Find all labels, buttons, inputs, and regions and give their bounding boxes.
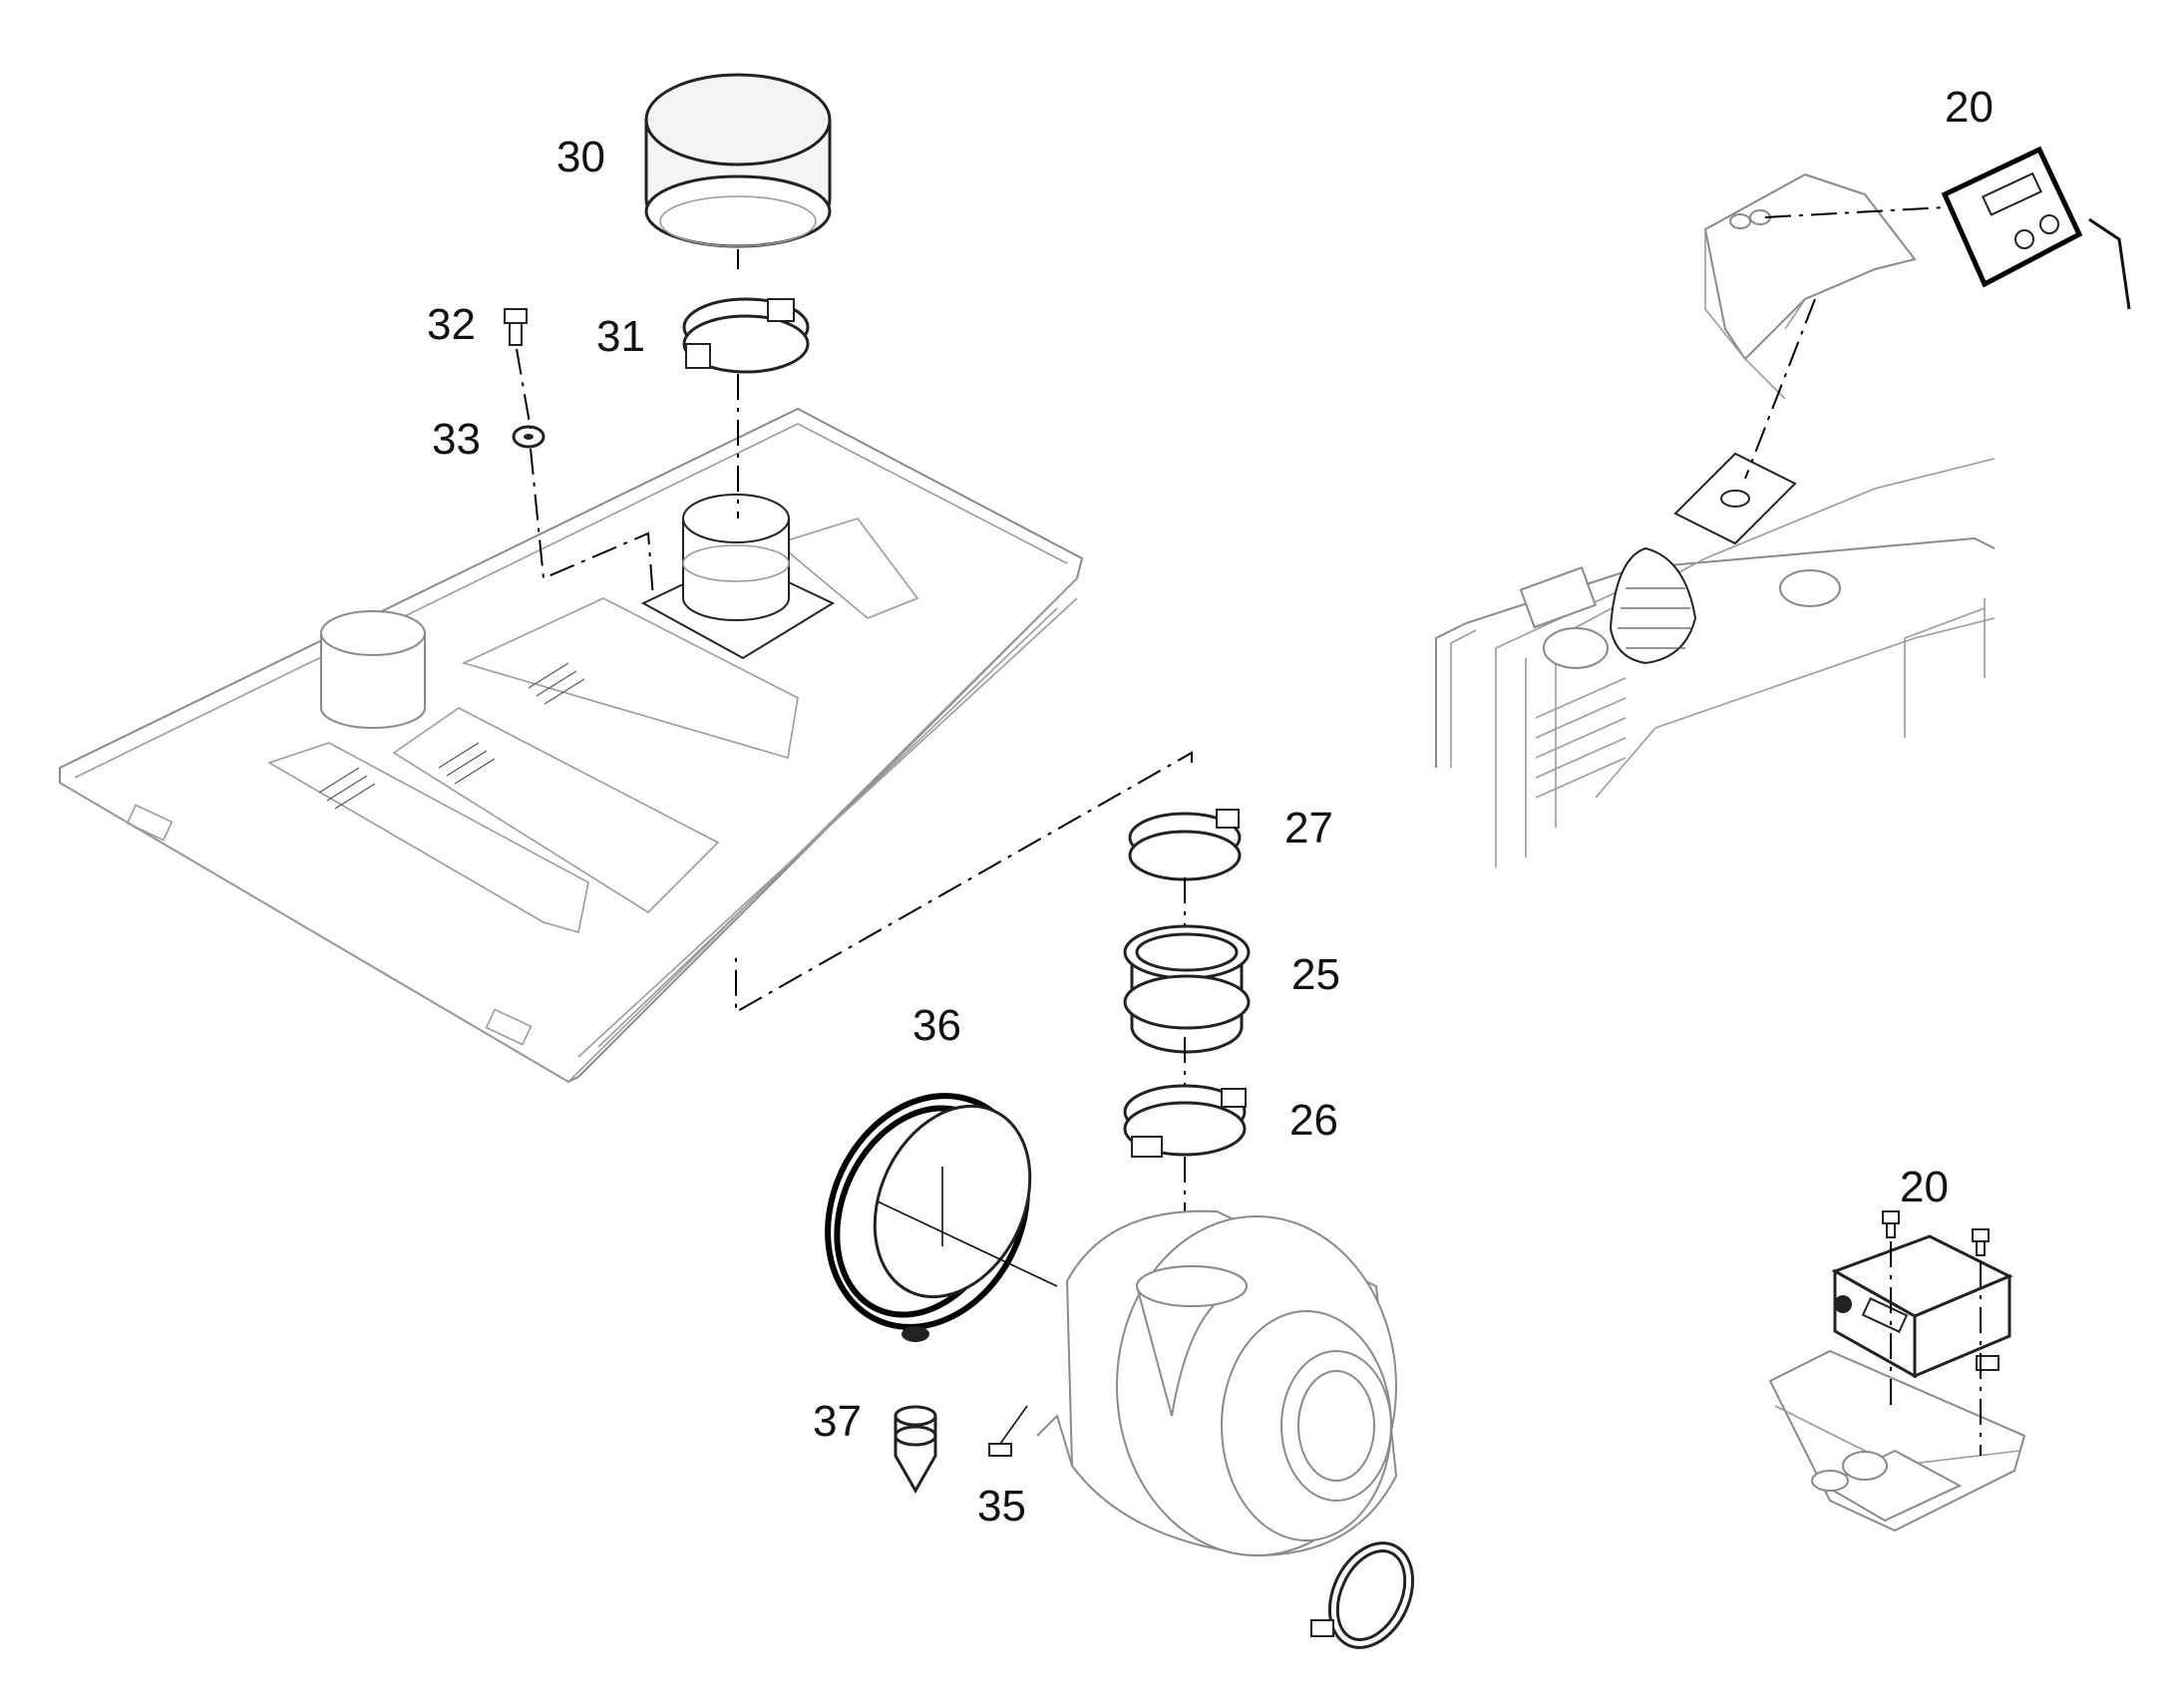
evacuator-valve-37: [894, 1405, 937, 1495]
callout-35: 35: [977, 1482, 1026, 1531]
dust-cup-36: [825, 1093, 1058, 1342]
bolt-32: [504, 308, 528, 346]
controller-unit-20: [1831, 1234, 2013, 1379]
controller-screw-left: [1882, 1210, 1900, 1238]
callout-20-controller: 20: [1900, 1163, 1949, 1211]
indicator-35: [988, 1405, 1028, 1457]
clamp-31: [682, 297, 810, 374]
precleaner-cap: [644, 73, 832, 248]
clamp-27: [1128, 809, 1242, 881]
cab-console: [1435, 452, 1996, 867]
callout-27: 27: [1284, 804, 1333, 853]
monitor-bracket: [1703, 172, 1917, 400]
display-unit-20: [1941, 146, 2131, 310]
callout-26: 26: [1289, 1096, 1338, 1145]
air-filter-housing: [1036, 1209, 1398, 1557]
callout-31: 31: [596, 312, 645, 361]
engine-cover-panel: [59, 407, 1084, 1084]
controller-bracket: [1768, 1349, 2026, 1533]
hose-25: [1123, 924, 1251, 1054]
callout-25: 25: [1291, 950, 1340, 999]
controller-screw-right: [1972, 1228, 1990, 1256]
cover-stub-left: [320, 610, 426, 729]
callout-37: 37: [813, 1397, 862, 1446]
callout-20-display: 20: [1945, 83, 1994, 132]
callout-36: 36: [912, 1001, 961, 1050]
washer-33: [512, 425, 545, 449]
outlet-clamp: [1310, 1541, 1415, 1649]
callout-33: 33: [432, 415, 481, 464]
callout-32: 32: [427, 300, 476, 349]
intake-flange: [640, 494, 836, 660]
clamp-26: [1123, 1084, 1247, 1158]
callout-30: 30: [556, 133, 605, 181]
